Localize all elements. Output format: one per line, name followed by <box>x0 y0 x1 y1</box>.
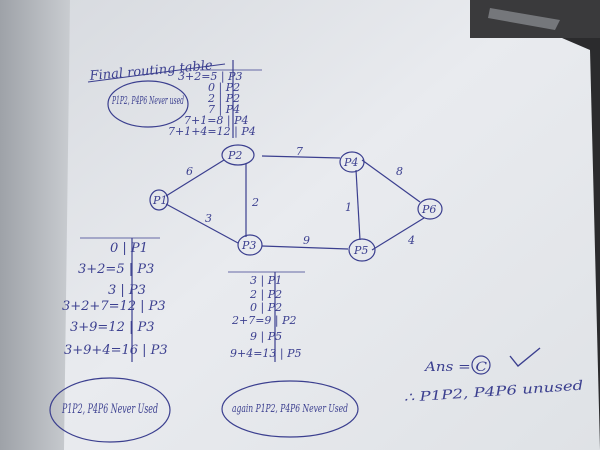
table1-row: 3+2+7=12 | P3 <box>62 299 166 314</box>
table1-row: 0 | P1 <box>110 241 148 256</box>
table2-row: 9 | P5 <box>250 330 282 344</box>
node-p4 <box>339 151 365 173</box>
table2-oval <box>221 380 359 438</box>
answer-circle <box>471 355 491 375</box>
table1-row: 3+9+4=16 | P3 <box>64 343 168 358</box>
node-label: P1 <box>152 194 167 207</box>
table1-note: P1P2, P4P6 Never Used <box>61 402 158 417</box>
edge-p3-p5 <box>261 245 349 250</box>
node-p5 <box>348 238 376 262</box>
edge-weight: 2 <box>251 196 259 209</box>
node-p6 <box>417 198 443 220</box>
edge-weight: 9 <box>303 234 310 247</box>
table2-row: 2 | P2 <box>249 288 282 302</box>
check-mark-icon <box>509 347 541 367</box>
table2-note: again P1P2, P4P6 Never Used <box>232 402 348 415</box>
node-p1 <box>149 189 169 211</box>
node-label: P4 <box>343 156 358 169</box>
table1-row: 3 | P3 <box>108 283 146 298</box>
table2-row: 9+4=13 | P5 <box>230 347 302 361</box>
node-p2 <box>221 144 255 166</box>
edge-p4-p6 <box>361 159 421 203</box>
edge-weight: 4 <box>407 234 415 247</box>
node-label: P2 <box>227 149 242 162</box>
node-label: P6 <box>421 203 436 216</box>
final-row: 3+2=5 | P3 <box>178 70 243 84</box>
final-row: 7+1=8 | P4 <box>184 114 249 128</box>
edge-p4-p5 <box>355 169 361 241</box>
node-label: P5 <box>353 244 368 257</box>
final-unused-oval <box>107 80 189 128</box>
paper <box>64 0 600 450</box>
table1-oval <box>49 377 171 443</box>
edge-weight: 1 <box>345 201 352 214</box>
table1-row: 3+9=12 | P3 <box>70 320 155 335</box>
table2-row: 3 | P1 <box>250 274 282 288</box>
answer-text: Ans = C <box>424 360 487 375</box>
edge-weight: 7 <box>296 145 303 158</box>
edge-p1-p2 <box>165 159 225 197</box>
node-label: P3 <box>241 239 256 252</box>
edge-weight: 3 <box>205 212 212 225</box>
edge-p5-p6 <box>371 217 425 251</box>
edge-weight: 6 <box>186 165 193 178</box>
table1-row: 3+2=5 | P3 <box>78 262 154 277</box>
final-unused-note: P1P2, P4P6 Never used <box>111 94 184 107</box>
ink-drawing <box>49 60 541 443</box>
final-row: 2 | P2 <box>207 92 240 106</box>
page-edge <box>0 0 80 450</box>
final-row: 7 | P4 <box>208 103 240 117</box>
table2-row: 2+7=9 | P2 <box>231 314 297 328</box>
node-p3 <box>237 234 263 256</box>
table2-row: 0 | P2 <box>250 301 282 315</box>
edge-weight: 8 <box>396 165 403 178</box>
edge-p1-p3 <box>165 203 239 244</box>
final-row: 7+1+4=12 | P4 <box>168 125 256 139</box>
final-row: 0 | P2 <box>208 81 240 95</box>
edge-p2-p4 <box>261 155 341 159</box>
